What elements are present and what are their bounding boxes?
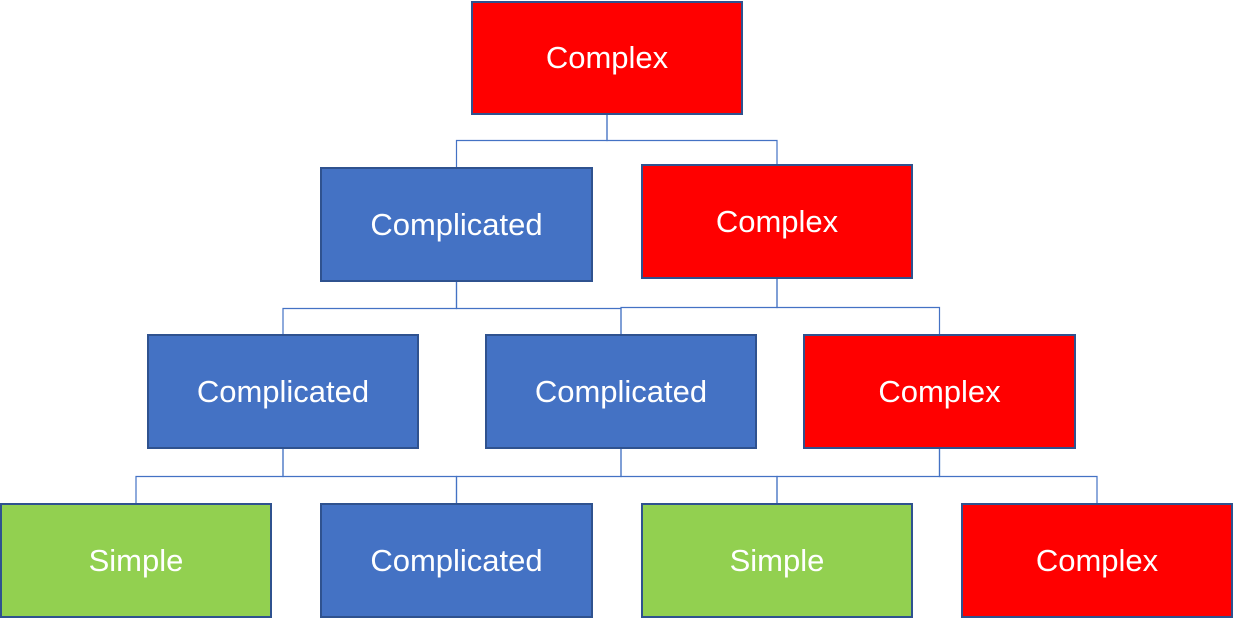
connector-n1-n3 [282, 282, 458, 334]
connector-n0-n2 [606, 115, 778, 164]
connector-n2-n5 [776, 279, 941, 334]
connector-n5-n8 [776, 449, 941, 503]
node-simple-level4-3: Simple [641, 503, 913, 618]
connector-n0-n1 [455, 115, 608, 167]
node-complicated-level3-middle: Complicated [485, 334, 757, 449]
connector-n2-n4 [620, 279, 778, 334]
connector-n3-n7 [282, 449, 458, 503]
connector-n5-n9 [938, 449, 1098, 503]
node-complex-level4-4: Complex [961, 503, 1233, 618]
node-complex-level3-right: Complex [803, 334, 1076, 449]
node-complicated-level3-left: Complicated [147, 334, 419, 449]
node-complex-top: Complex [471, 1, 743, 115]
node-simple-level4-1: Simple [0, 503, 272, 618]
connector-n4-n8 [620, 449, 778, 503]
connector-n3-n6 [135, 449, 284, 503]
node-complicated-level2-left: Complicated [320, 167, 593, 282]
node-complex-level2-right: Complex [641, 164, 913, 279]
connector-n1-n4 [455, 282, 622, 334]
node-complicated-level4-2: Complicated [320, 503, 593, 618]
connector-n4-n7 [455, 449, 622, 503]
